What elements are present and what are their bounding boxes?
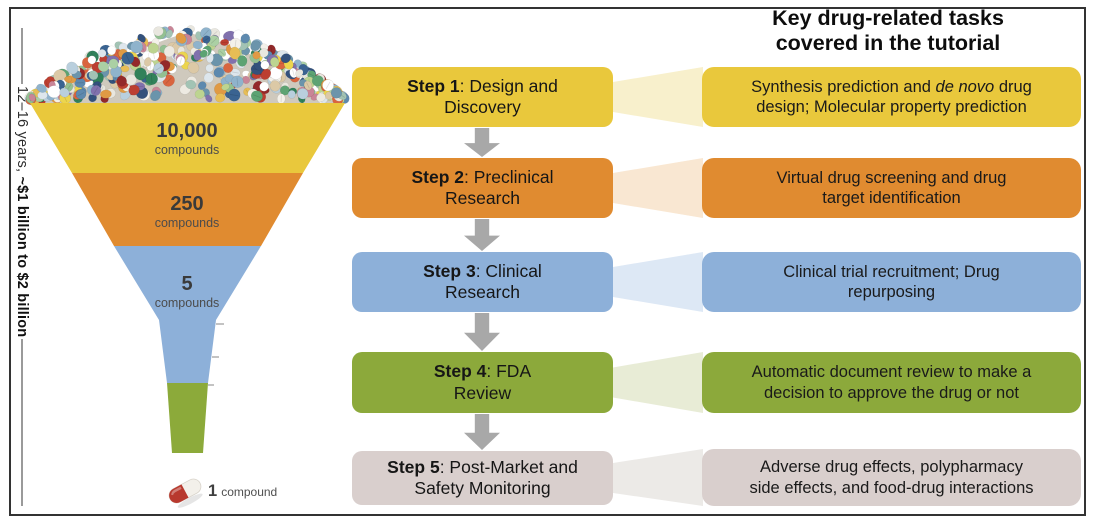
step-name: : FDA Review [453,361,532,403]
step-box-4: Step 4: FDA Review [352,352,613,413]
stage-value: 250 [170,193,204,215]
funnel-stage-label: 10,000 compounds [87,121,287,157]
task-text: Synthesis prediction and [751,77,936,96]
connector-beam [613,158,703,218]
step-box-5: Step 5: Post-Market and Safety Monitorin… [352,451,613,505]
timeline-ruler: 12–16 years, ~$1 billion to $2 billion [11,28,33,506]
step-number: Step 3 [423,260,476,281]
step-name: : Preclinical Research [445,166,554,208]
funnel-stage-3 [30,246,345,383]
timeline-label-bold: ~$1 billion to $2 billion [14,176,30,338]
task-box-5: Adverse drug effects, polypharmacy side … [702,449,1081,506]
pill-mound [24,25,350,107]
funnel-stage-label: 5 compounds [87,274,287,310]
stage-value: 10,000 [156,120,218,142]
funnel-stage-label: 250 compounds [87,194,287,230]
timeline-label-normal: 12–16 years, [14,86,30,177]
funnel-chart [24,25,350,508]
title-line-1: Key drug-related tasks [772,6,1004,30]
step-number: Step 5 [387,456,440,477]
step-number: Step 4 [433,361,487,382]
step-number: Step 2 [411,166,465,187]
connector-beam [613,67,703,127]
task-text-italic: de novo [935,77,995,96]
funnel-stage-4 [30,383,345,453]
timeline-label: 12–16 years, ~$1 billion to $2 billion [14,86,30,337]
step-name: : Post-Market and Safety Monitoring [414,456,578,498]
task-box-2: Virtual drug screening and drug target i… [702,158,1081,218]
ruler-line [21,28,23,84]
ruler-line [21,339,23,506]
figure-frame [9,7,1086,516]
task-box-3: Clinical trial recruitment; Drug repurpo… [702,252,1081,312]
stage-unit: compounds [154,143,220,157]
task-text: Adverse drug effects, polypharmacy side … [749,458,1034,497]
capsule-icon [168,478,203,508]
stage-unit: compounds [154,296,220,310]
step-name: : Clinical Research [445,260,542,302]
outcome-value: 1 [208,482,218,500]
task-box-1: Synthesis prediction and de novo drug de… [702,67,1081,127]
connector-beam [613,252,703,312]
step-name: : Design and Discovery [444,75,558,117]
funnel-stage-1 [30,103,345,173]
connector-beam [613,449,703,506]
step-box-2: Step 2: Preclinical Research [352,158,613,218]
step-box-3: Step 3: Clinical Research [352,252,613,312]
title-line-2: covered in the tutorial [775,31,1001,56]
task-text: Clinical trial recruitment; Drug repurpo… [783,262,1000,301]
connector-beam [613,352,703,413]
step-number: Step 1 [407,75,460,96]
task-text: Virtual drug screening and drug target i… [776,168,1007,207]
task-box-4: Automatic document review to make a deci… [702,352,1081,413]
page-title: Key drug-related tasks covered in the tu… [690,6,1086,57]
task-text: drug design; Molecular property predicti… [756,77,1032,116]
stage-value: 5 [181,273,193,295]
task-text: Automatic document review to make a deci… [751,363,1032,402]
funnel-ticks [208,323,224,386]
step-box-1: Step 1: Design and Discovery [352,67,613,127]
outcome-unit: compound [221,485,278,499]
stage-unit: compounds [154,216,220,230]
